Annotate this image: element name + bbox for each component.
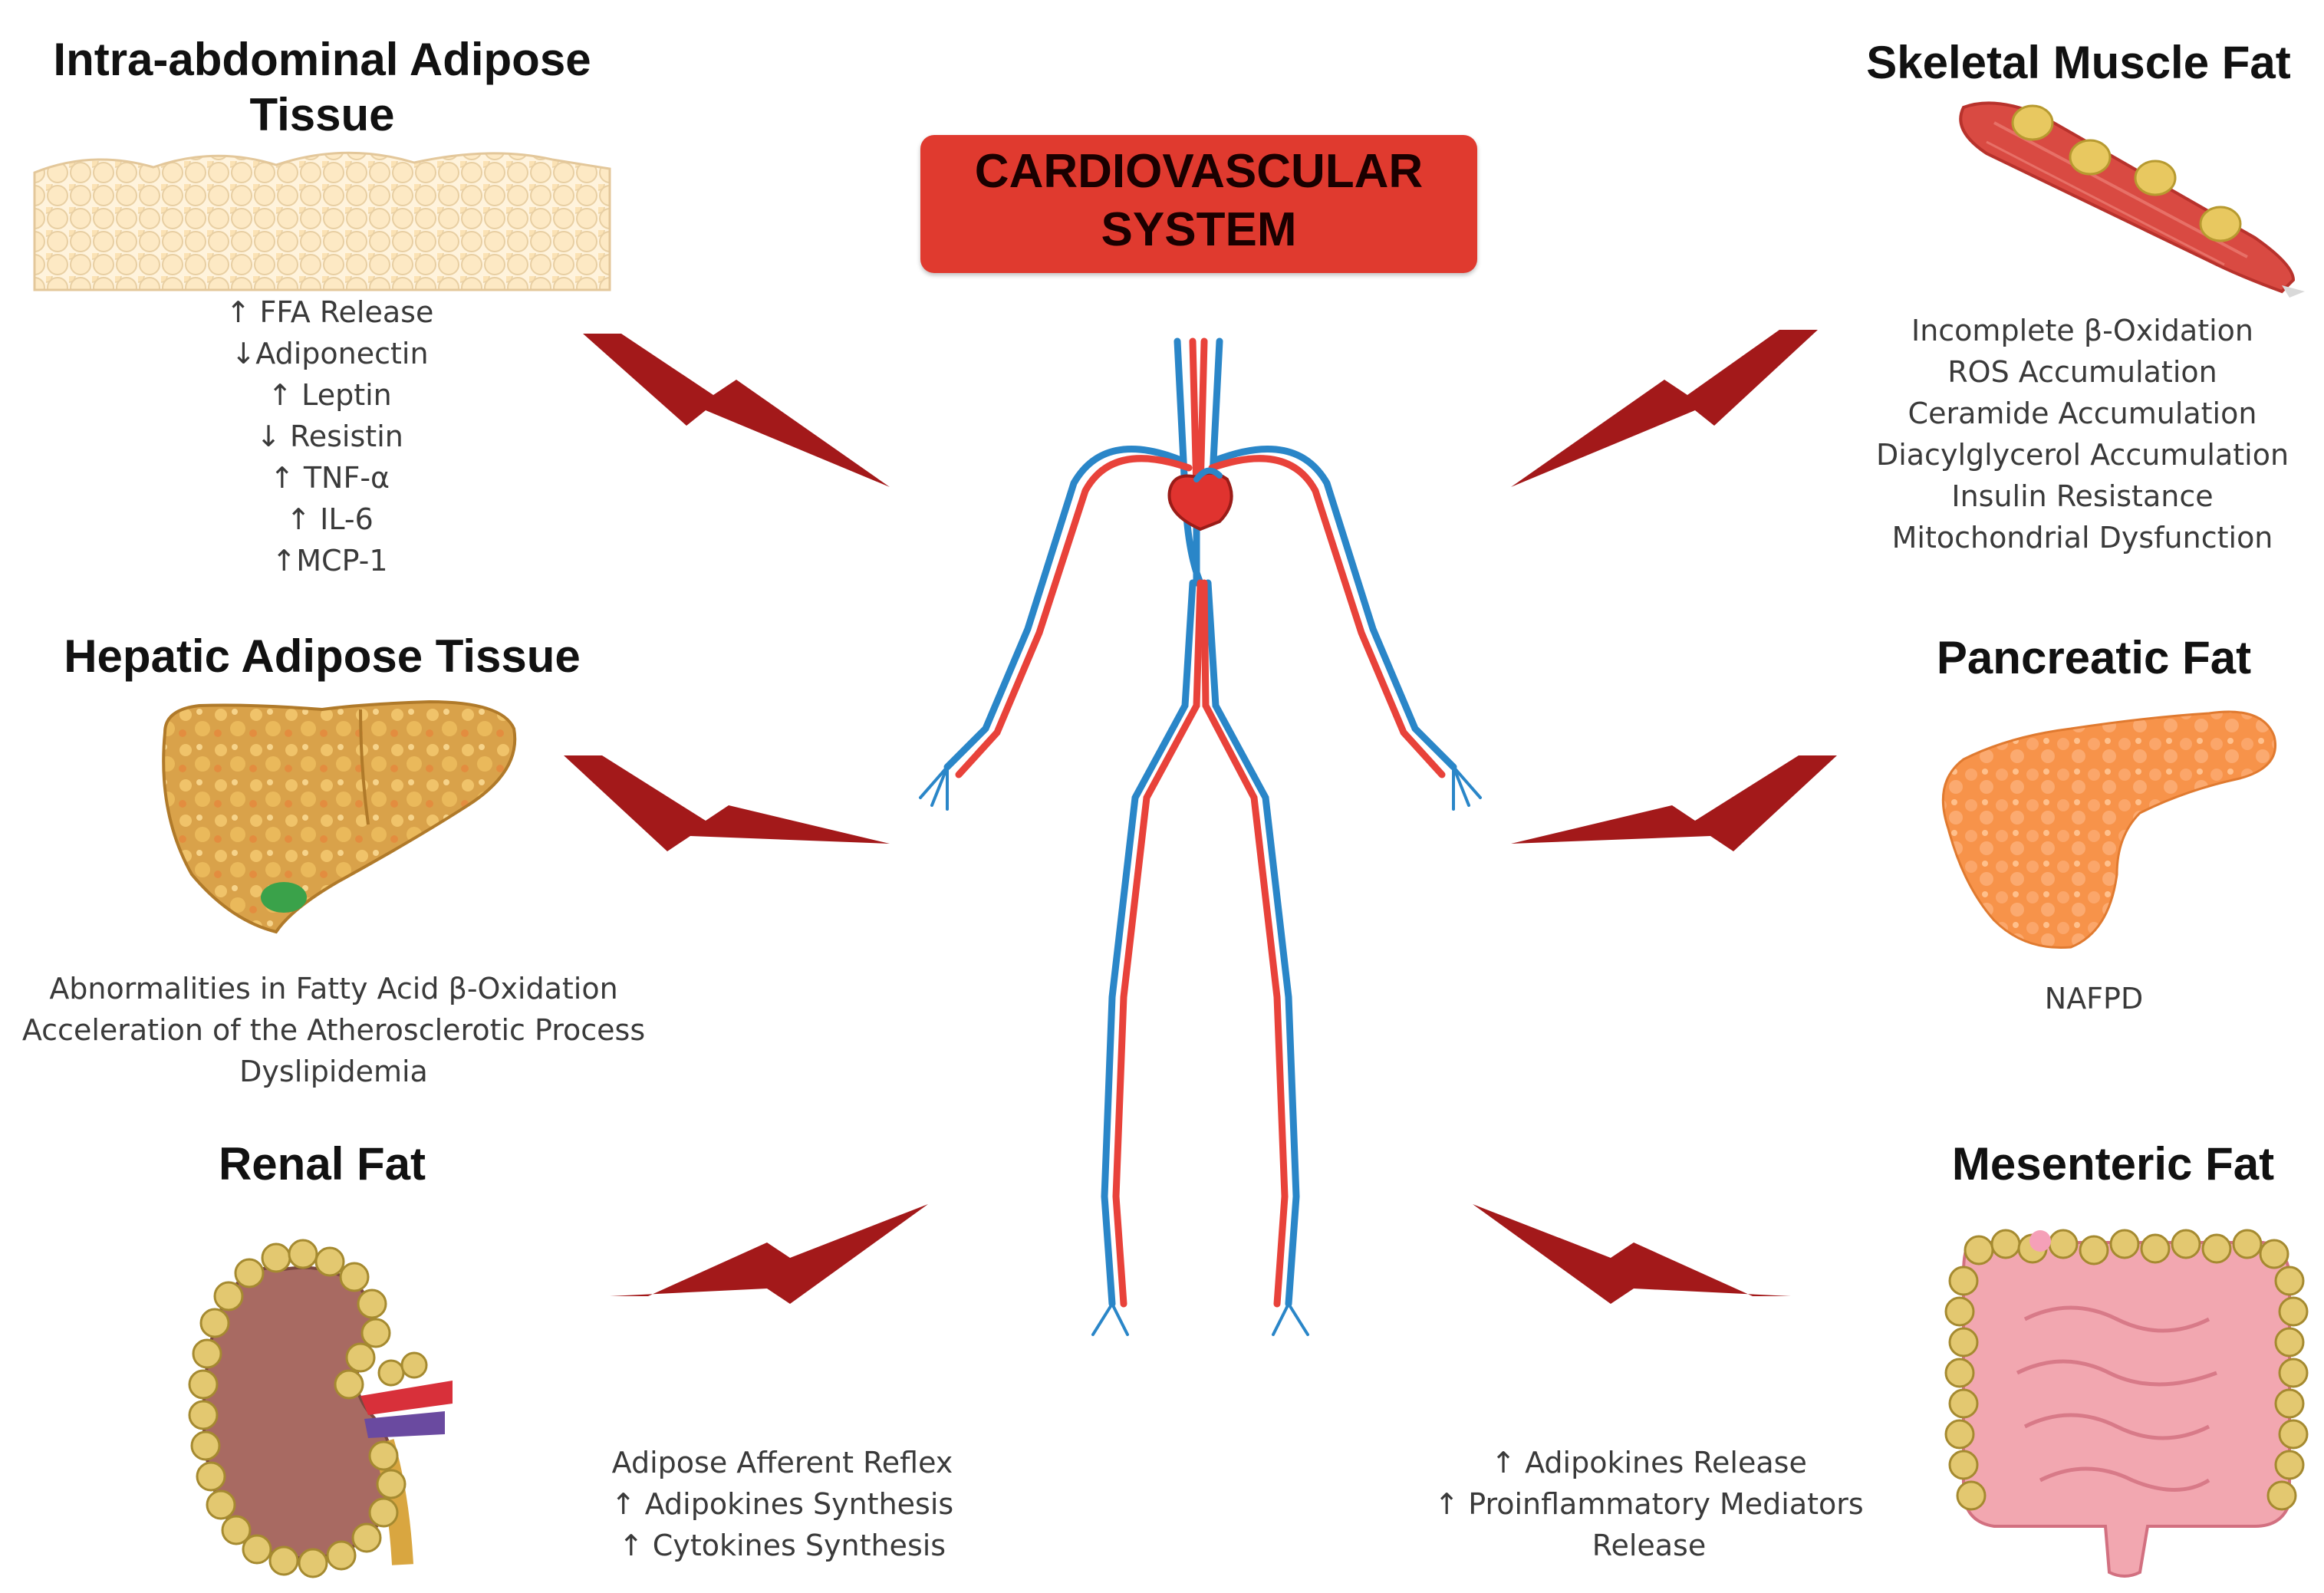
cardiovascular-system-title: CARDIOVASCULAR SYSTEM <box>920 143 1477 259</box>
effect-line: NAFPD <box>2044 982 2144 1015</box>
intra-abdominal-effects: ↑ FFA Release ↓Adiponectin ↑ Leptin ↓ Re… <box>169 291 491 581</box>
effect-line: Adipose Afferent Reflex <box>611 1446 953 1479</box>
effect-line: ROS Accumulation <box>1947 355 2217 389</box>
effect-line: ↑ Leptin <box>268 378 392 412</box>
effect-line: Insulin Resistance <box>1951 479 2214 513</box>
hepatic-effects: Abnormalities in Fatty Acid β-Oxidation … <box>0 968 667 1092</box>
center-title-line2: SYSTEM <box>1101 203 1297 256</box>
effect-line: Release <box>1592 1529 1707 1562</box>
hepatic-title: Hepatic Adipose Tissue <box>64 630 581 682</box>
skeletal-muscle-illustration <box>1959 101 2305 298</box>
pancreatic-title: Pancreatic Fat <box>1936 632 2252 683</box>
bolt-intra-abdominal <box>583 334 890 487</box>
effect-line: ↓ Resistin <box>256 420 403 453</box>
bolt-mesenteric <box>1473 1204 1791 1304</box>
effect-line: ↑ Proinflammatory Mediators <box>1434 1487 1864 1521</box>
renal-title: Renal Fat <box>218 1138 426 1190</box>
skeletal-muscle-effects: Incomplete β-Oxidation ROS Accumulation … <box>1856 310 2309 558</box>
skeletal-muscle-title: Skeletal Muscle Fat <box>1866 37 2291 88</box>
bolt-renal <box>610 1204 928 1304</box>
renal-effects: Adipose Afferent Reflex ↑ Adipokines Syn… <box>568 1442 997 1566</box>
heart-icon <box>1167 471 1233 532</box>
effect-line: Incomplete β-Oxidation <box>1911 314 2253 347</box>
effect-line: Abnormalities in Fatty Acid β-Oxidation <box>49 972 618 1005</box>
intra-abdominal-title: Intra-abdominal Adipose Tissue <box>53 34 591 140</box>
circulatory-system-illustration <box>919 337 1482 1336</box>
center-title-line1: CARDIOVASCULAR <box>974 145 1424 198</box>
effect-line: Diacylglycerol Accumulation <box>1875 438 2289 472</box>
kidney-illustration <box>188 1239 453 1578</box>
bolt-hepatic <box>564 755 890 851</box>
effect-line: ↑ Cytokines Synthesis <box>618 1529 946 1562</box>
adipose-tissue-illustration <box>33 151 611 291</box>
effect-line: ↑ IL-6 <box>286 502 374 536</box>
bolt-skeletal <box>1511 330 1818 487</box>
lightning-bolts <box>564 330 1837 1304</box>
effect-line: ↑MCP-1 <box>272 544 388 578</box>
effect-line: ↑ FFA Release <box>225 295 434 329</box>
effect-line: ↑ TNF-α <box>269 461 390 495</box>
mesenteric-effects: ↑ Adipokines Release ↑ Proinflammatory M… <box>1396 1442 1902 1566</box>
cardiovascular-system-box <box>920 135 1477 273</box>
pancreas-illustration <box>1941 710 2276 950</box>
liver-illustration <box>162 699 517 934</box>
effect-line: Acceleration of the Atherosclerotic Proc… <box>21 1013 646 1047</box>
effect-line: ↑ Adipokines Synthesis <box>611 1487 954 1521</box>
effect-line: Dyslipidemia <box>239 1055 428 1088</box>
mesenteric-title: Mesenteric Fat <box>1951 1138 2275 1190</box>
effect-line: ↓Adiponectin <box>231 337 429 370</box>
bolt-pancreatic <box>1511 755 1837 851</box>
effect-line: Ceramide Accumulation <box>1908 397 2257 430</box>
effect-line: ↑ Adipokines Release <box>1491 1446 1807 1479</box>
pancreatic-effects: NAFPD <box>1964 978 2224 1019</box>
effect-line: Mitochondrial Dysfunction <box>1891 521 2273 555</box>
intestine-illustration <box>1944 1229 2309 1578</box>
